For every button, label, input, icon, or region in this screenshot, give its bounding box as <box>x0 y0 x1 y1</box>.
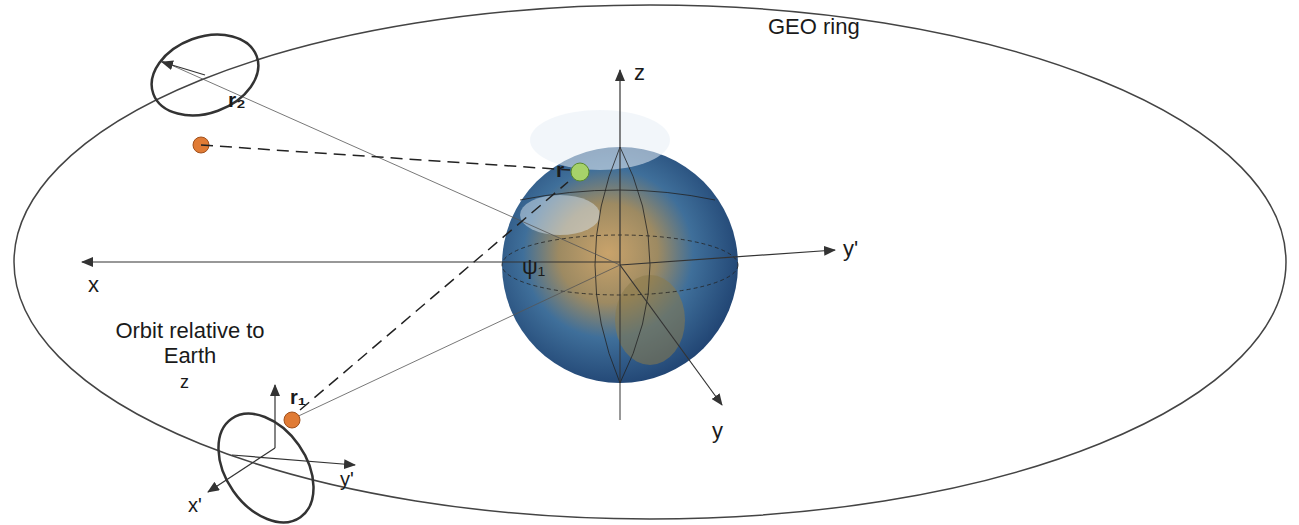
orbit <box>199 396 333 525</box>
label: y' <box>340 468 354 491</box>
line-of-sight <box>201 145 570 170</box>
label: Orbit relative to Earth <box>110 318 270 369</box>
label: GEO ring <box>768 14 860 39</box>
orbit <box>140 20 269 129</box>
y-axis <box>620 265 722 405</box>
ground-point <box>571 163 589 181</box>
y-prime-axis <box>620 250 835 265</box>
line-of-sight <box>300 182 568 410</box>
label: y <box>712 418 723 443</box>
label: r₁ <box>290 386 306 409</box>
label: r <box>556 158 564 182</box>
label: r₂ <box>228 88 246 112</box>
label: z <box>634 60 645 85</box>
z-axis <box>619 70 620 265</box>
label: ψ₁ <box>522 254 545 279</box>
satellite <box>284 412 300 428</box>
label: z <box>180 372 189 393</box>
label: y' <box>843 236 858 261</box>
label: x <box>88 272 99 297</box>
geo-ring <box>14 5 1286 519</box>
label: x' <box>188 494 202 517</box>
